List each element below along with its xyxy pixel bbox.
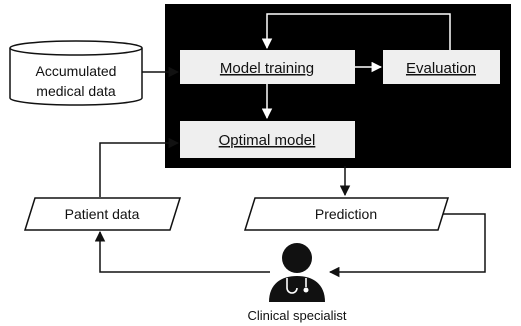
evaluation-label: Evaluation <box>406 60 476 77</box>
accumulated-label-line2: medical data <box>36 83 116 99</box>
model-training-box <box>180 50 355 84</box>
optimal-model-box <box>180 121 355 158</box>
arrow-prediction-to-specialist <box>328 213 486 278</box>
arrow-evaluation-feedback <box>261 13 451 50</box>
arrow-specialist-to-patient <box>94 230 270 273</box>
arrow-patient-to-optimal <box>99 137 180 197</box>
patient-data-label: Patient data <box>65 206 140 222</box>
optimal-model-label: Optimal model <box>219 132 316 149</box>
doctor-icon <box>269 243 325 302</box>
accumulated-label-line1: Accumulated <box>36 63 117 79</box>
model-training-label: Model training <box>220 60 314 77</box>
evaluation-box <box>383 50 500 84</box>
patient-data-box <box>23 197 182 231</box>
accumulated-data-cylinder: Accumulated medical data <box>9 40 143 106</box>
prediction-box <box>243 197 450 231</box>
prediction-label: Prediction <box>315 206 377 222</box>
clinical-specialist-label: Clinical specialist <box>248 308 347 323</box>
